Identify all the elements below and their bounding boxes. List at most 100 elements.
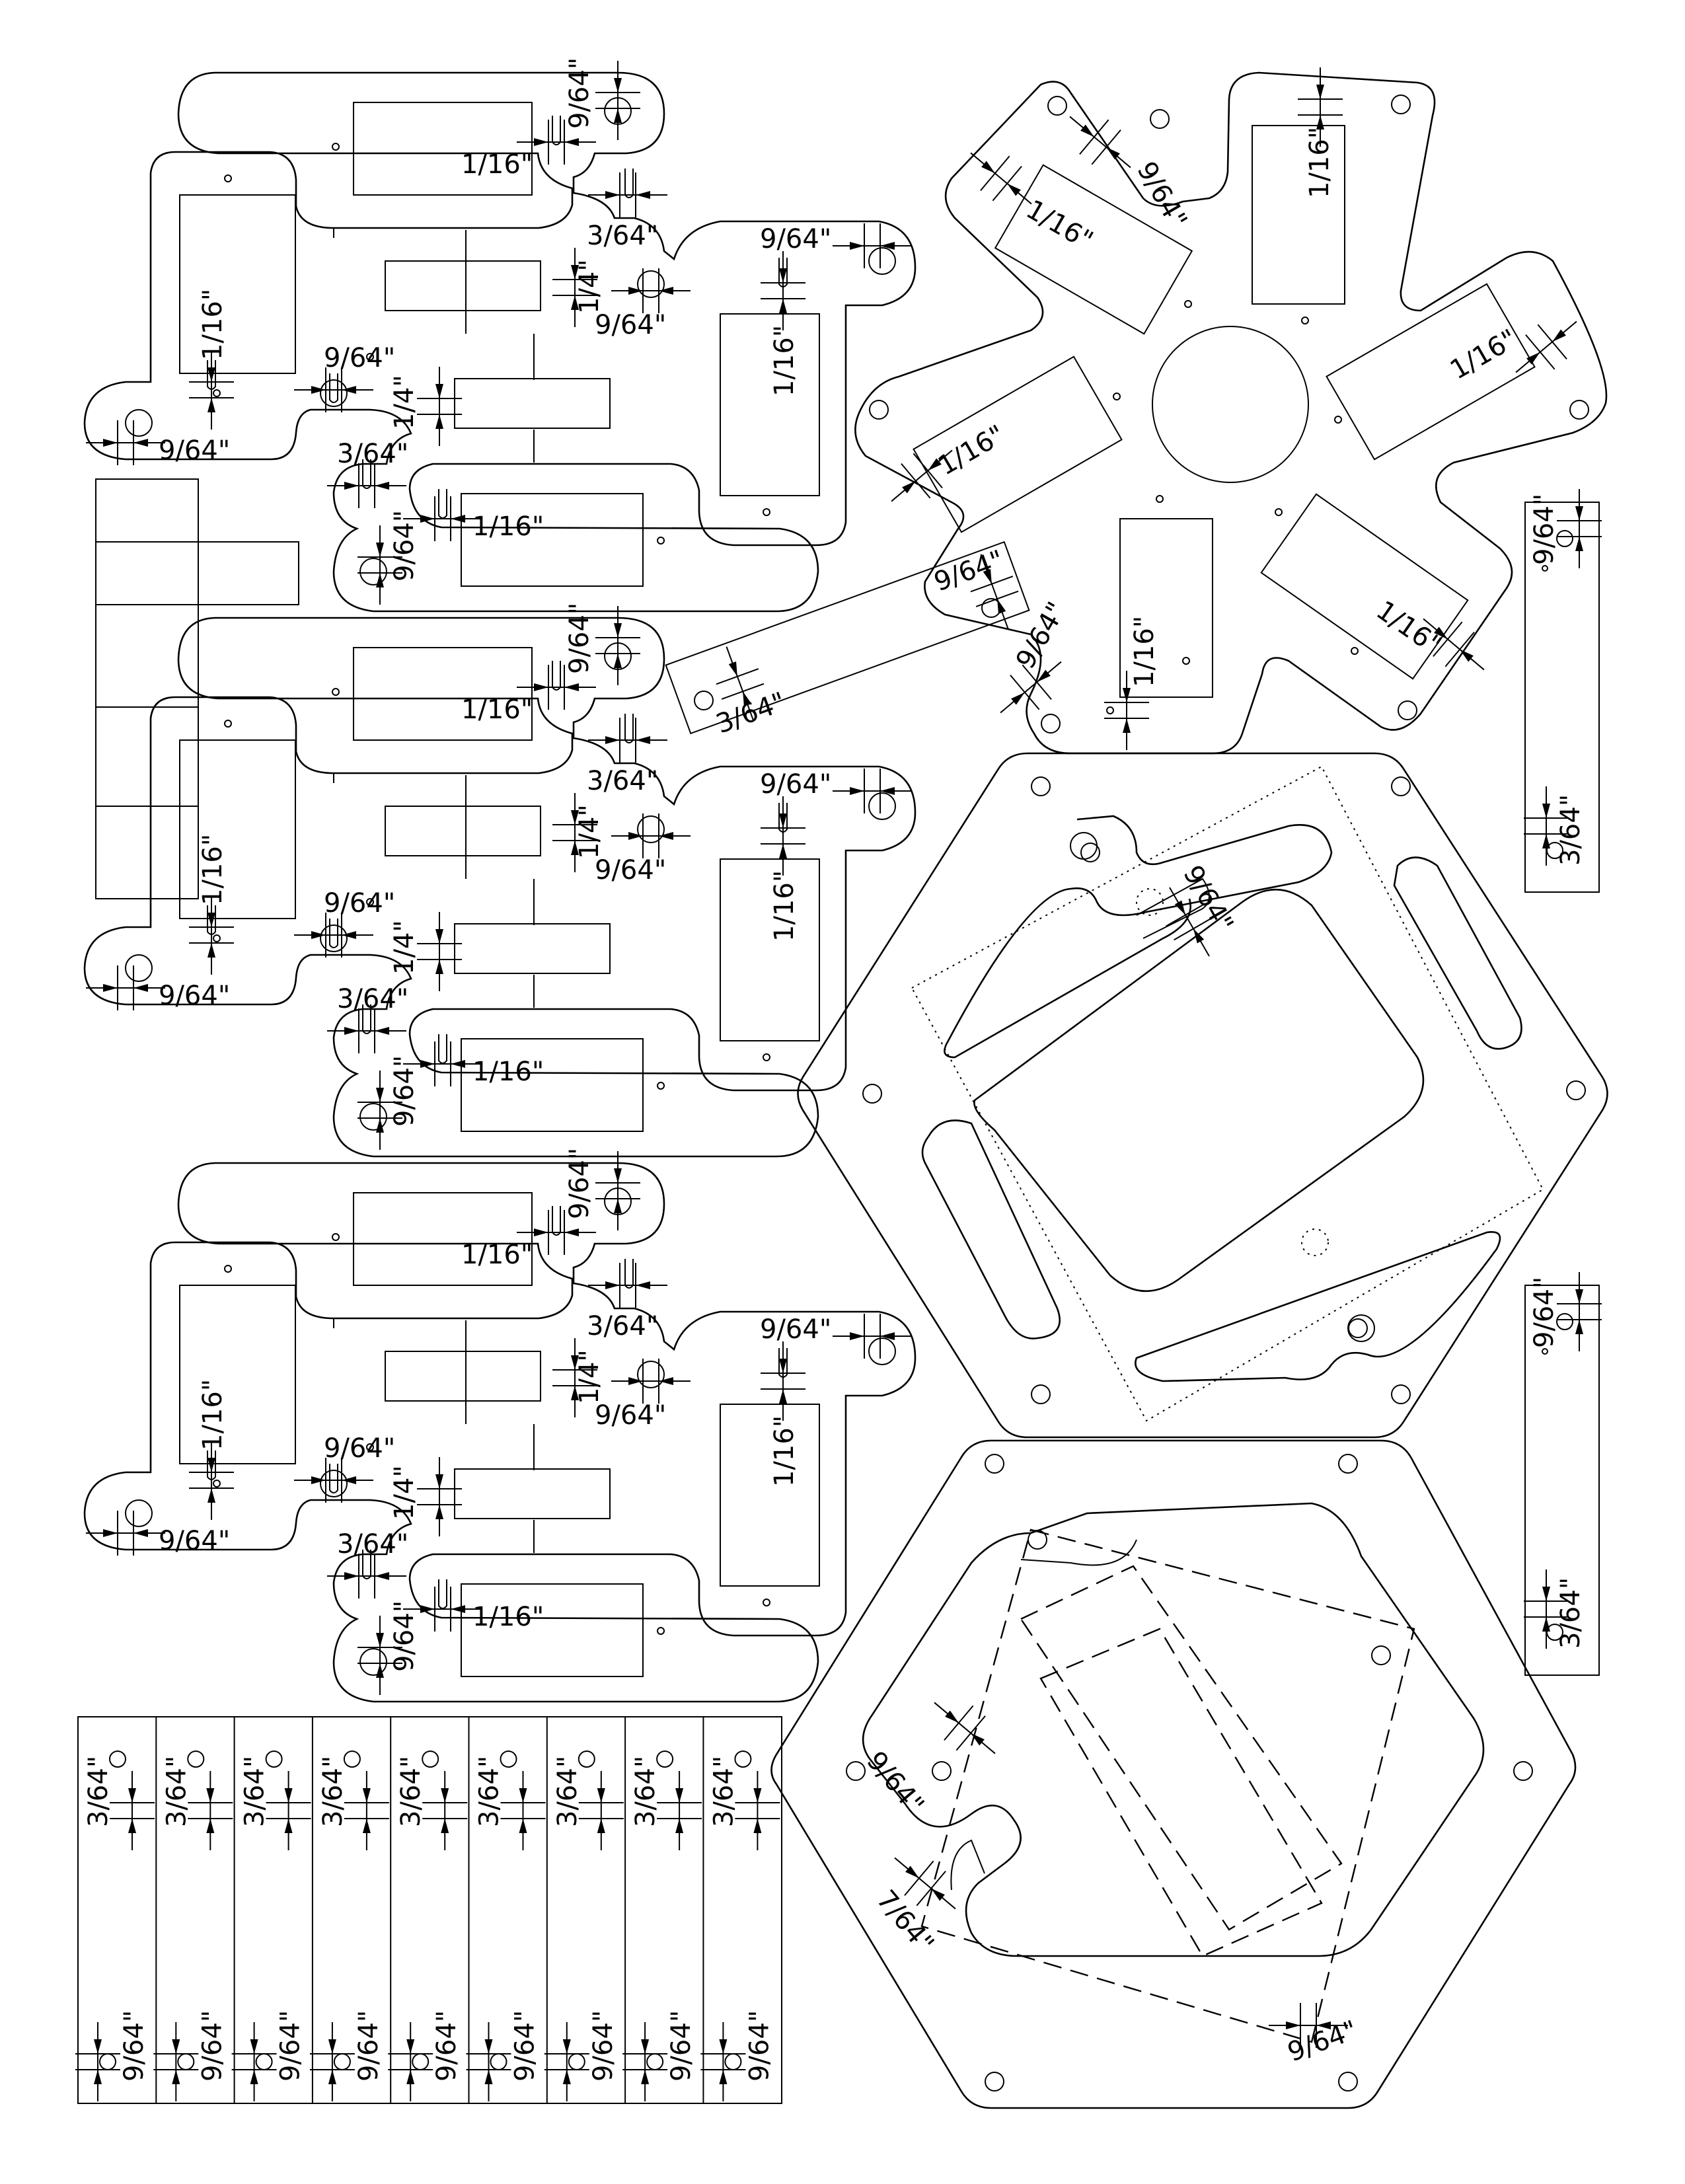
pivot-hole [868,247,896,275]
dimension-marker [1515,320,1577,373]
dimension-marker [417,367,462,446]
dimension-marker [294,367,373,412]
star-mark [1301,317,1309,324]
arrowhead [376,1088,384,1102]
dimension-line [1000,661,1062,714]
dimension-marker [552,248,597,327]
connector-bar: 9/64"3/64" [665,541,1030,739]
arrowhead [981,161,995,174]
dimension-label: 1/16" [461,149,533,180]
arrowhead [207,1458,215,1472]
dimension-label: 3/64" [552,1756,583,1827]
dimension-line [1169,887,1210,957]
dimension-label: 9/64" [324,343,395,373]
strip-hole [255,2053,273,2070]
dimension-label: 1/4" [574,804,605,859]
arrowhead [1174,900,1185,915]
pivot-hole [868,1337,896,1365]
slot-left [179,739,296,919]
arrowhead [406,2039,415,2054]
hex2-window [862,1502,1485,1957]
dimension-marker [578,1771,624,1850]
star-slot [913,356,1123,533]
dimension-marker [422,1771,468,1850]
dimension-marker [86,965,165,1010]
star-mark [1351,647,1359,655]
arrowhead [1316,2021,1331,2029]
arrowhead [659,1377,673,1385]
arrowhead [534,683,548,691]
arrowhead [207,367,215,382]
dimension-label: 3/64" [337,439,408,469]
dimension-marker [189,895,234,975]
slot-left [179,194,296,374]
dimension-label: 1/16" [1370,595,1446,661]
hex1-tab-slot [1136,878,1210,939]
dimension-marker [517,665,596,710]
dimension-label: 1/16" [1445,324,1522,386]
hex1-slot-right [1393,856,1522,1050]
arrowhead [628,287,643,295]
star-hole [1047,96,1067,116]
dimension-marker [266,1771,311,1850]
dimension-label: 9/64" [744,2010,774,2082]
arrowhead [571,265,579,280]
arrowhead [484,2039,493,2054]
arrowhead [902,480,916,494]
arrowhead [571,1386,579,1400]
hex2-hole [1028,1530,1047,1550]
arrowhead [880,1332,895,1340]
dimension-label: 9/64" [1529,494,1559,565]
mark-hole [366,353,374,361]
dimension-label: 9/64" [431,2010,462,2082]
strip-hole [187,1751,205,1768]
dimension-label: 1/16" [198,289,228,360]
dimension-marker [1298,67,1343,147]
dimension-marker [403,1041,482,1086]
slot-mid [385,260,541,311]
dimension-label: 9/64" [159,981,230,1011]
star-hole [1569,400,1589,420]
dimension-label: 9/64" [595,855,666,885]
arrowhead [1123,688,1131,702]
hex1-hole [1348,1318,1368,1338]
dimension-marker [1423,618,1485,671]
spacer-strip: 3/64"9/64" [700,1717,780,2103]
arrowhead [435,929,443,944]
dimension-label: 9/64" [119,2010,149,2082]
arrowhead [675,1788,684,1803]
arrowhead [311,931,326,939]
arrowhead [250,2070,258,2084]
arrowhead [571,841,579,855]
arrowhead [1542,834,1550,848]
arrowhead [850,242,864,250]
dimension-label: 9/64" [389,1055,420,1127]
dimension-label: 1/4" [389,1465,420,1520]
dimension-label: 3/64" [1555,1577,1586,1649]
arrowhead [207,913,215,927]
star-slot [1119,518,1213,698]
hex1-slot-left [921,1119,1061,1339]
dimension-marker [552,1338,597,1417]
arrowhead [779,1359,787,1373]
arrowhead [571,1355,579,1370]
star-mark [1156,495,1164,503]
dimension-label: 9/64" [324,1433,395,1464]
dimension-marker [403,1587,482,1632]
arrowhead [344,1572,359,1580]
dimension-marker [833,223,912,268]
arrowhead [420,1605,435,1613]
hex-plate-1: 9/64" [797,752,1608,1439]
arrowhead [850,787,864,795]
hex1-hole [1566,1080,1586,1100]
slot-mid-2 [454,923,611,974]
dimension-marker [1524,786,1569,866]
arm-outline [83,71,917,613]
arrowhead [659,287,673,295]
tab-slot [624,169,634,198]
arrowhead [451,515,465,523]
dimension-label: 3/64" [630,1756,661,1827]
hex1-pivot [1070,832,1098,860]
arrowhead [1542,804,1550,818]
dimension-marker [595,1151,640,1230]
